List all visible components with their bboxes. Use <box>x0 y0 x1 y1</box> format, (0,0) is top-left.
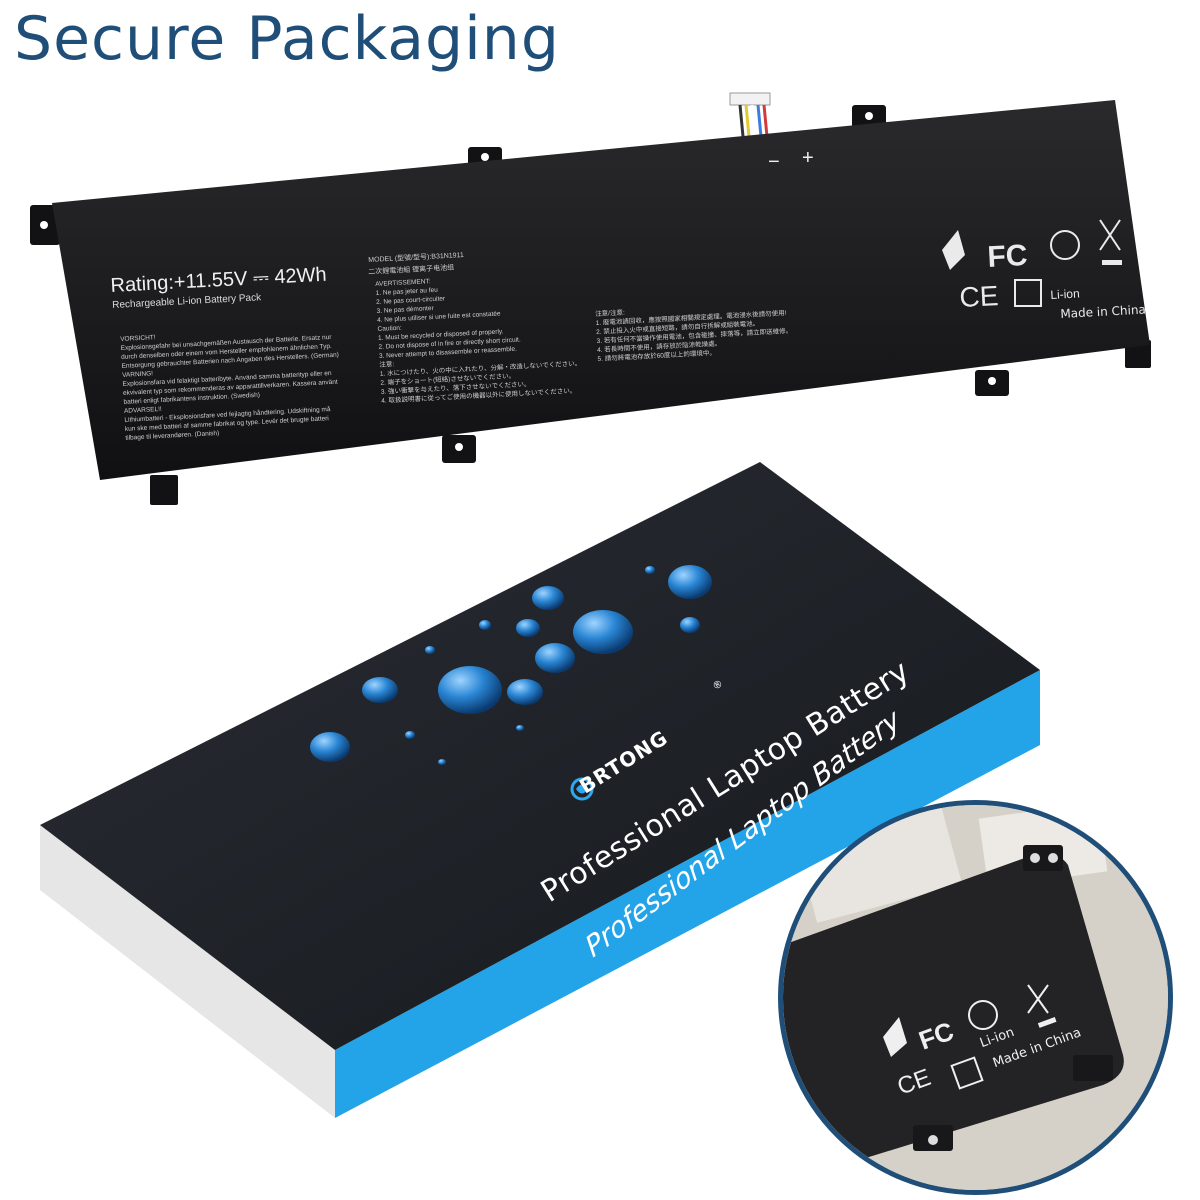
warnings-right: 注意/注意: 1. 廢電池請回收，應按照國家相關規定處理。電池浸水後請勿使用! … <box>595 309 793 363</box>
closeup-inset: FC CE Li-ion Made in China <box>778 800 1173 1195</box>
closeup-photo: FC CE <box>783 805 1168 1190</box>
brand-name: BRTONG <box>575 725 673 799</box>
battery-marks: FC CE <box>942 219 1122 313</box>
bubble-graphics <box>310 565 712 765</box>
connector-cable <box>729 92 771 148</box>
plus-terminal-label: + <box>802 147 814 169</box>
liion-label: Li-ion <box>1050 286 1081 302</box>
headline: Secure Packaging <box>14 4 560 74</box>
svg-text:FC: FC <box>987 239 1029 274</box>
registered-mark: ® <box>710 678 726 693</box>
warnings-left: VORSICHT! Explosionsgefahr bei unsachgem… <box>120 333 340 442</box>
brand-logo-icon <box>570 777 594 801</box>
warnings-middle: AVERTISSEMENT: 1. Ne pas jeter au feu 2.… <box>375 278 582 405</box>
box-edge <box>40 825 335 1118</box>
minus-terminal-label: − <box>768 151 780 173</box>
battery-product: FC CE Rating:+11.55V ⎓ 42Wh Rechargeable… <box>30 85 1180 505</box>
battery-body: FC CE <box>30 92 1151 505</box>
svg-text:CE: CE <box>959 280 999 313</box>
